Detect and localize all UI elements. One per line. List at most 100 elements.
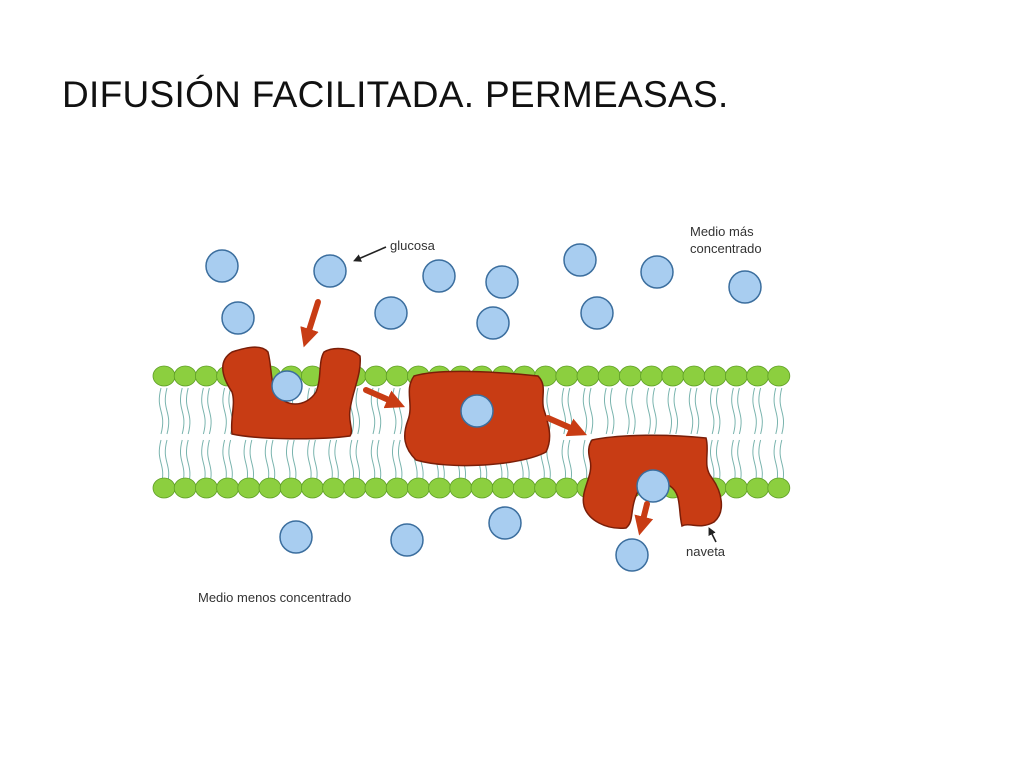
lipid-head — [640, 365, 663, 387]
glucose-molecule — [563, 243, 597, 277]
lipid-head — [534, 477, 557, 499]
lipid-head — [682, 365, 706, 387]
lipid-tail — [582, 387, 588, 435]
lipid-head — [279, 477, 303, 499]
lipid-head — [406, 477, 430, 499]
lipid-tail — [758, 387, 763, 435]
high-concentration-label-line1: Medio más — [690, 224, 754, 239]
lipid-head — [661, 365, 685, 387]
naveta-pointer — [708, 527, 717, 543]
lipid-tail — [355, 387, 360, 435]
lipid-head — [364, 365, 388, 387]
transport-arrow-exit — [634, 501, 654, 536]
lipid-head — [322, 477, 346, 499]
lipid-head — [597, 365, 621, 387]
glucose-molecules — [205, 243, 762, 572]
slide-title: DIFUSIÓN FACILITADA. PERMEASAS. — [62, 74, 729, 115]
lipid-tail — [652, 387, 657, 435]
transport-arrows — [300, 299, 654, 536]
lipid-head — [703, 365, 727, 387]
bound-glucose — [271, 370, 670, 503]
glucose-molecule-in-carrier-3 — [636, 469, 670, 503]
lipid-head — [173, 477, 197, 499]
lipid-tail — [710, 387, 715, 435]
glucose-molecule — [580, 296, 614, 330]
lipid-tail — [610, 387, 615, 435]
lipid-head — [725, 365, 748, 387]
glucose-molecule — [422, 259, 456, 293]
carrier-protein-open-bottom — [582, 434, 723, 529]
lipid-tail — [688, 387, 694, 435]
glucose-molecule — [205, 249, 239, 283]
lipid-tail — [716, 387, 721, 435]
lipid-tail — [779, 387, 784, 435]
lipid-head — [725, 477, 748, 499]
lipid-head — [300, 477, 324, 499]
lipid-head — [194, 365, 218, 387]
lipid-tail — [731, 387, 736, 435]
lipid-head — [746, 365, 769, 387]
lipid-tail — [561, 387, 566, 435]
lipid-head — [555, 365, 579, 387]
lipid-tail — [673, 387, 678, 435]
transport-arrow-2-to-3 — [545, 415, 588, 437]
high-concentration-label-line2: concentrado — [690, 241, 762, 256]
glucosa-label: glucosa — [390, 238, 436, 253]
lipid-tail — [398, 387, 403, 435]
lipid-tail — [588, 387, 594, 435]
lipid-tail — [752, 387, 757, 435]
lipid-head — [428, 477, 452, 499]
glucose-molecule — [640, 255, 674, 289]
lipid-tail — [737, 387, 742, 435]
lipid-head — [746, 477, 769, 499]
lipid-head — [173, 365, 197, 387]
lipid-tail — [604, 387, 609, 435]
glucose-molecule — [390, 523, 424, 557]
glucose-molecule — [313, 254, 347, 288]
glucose-molecule — [279, 520, 313, 554]
lipid-head — [152, 365, 176, 387]
transport-arrow-entry — [300, 299, 321, 348]
lipid-head — [258, 477, 282, 499]
lipid-head — [364, 477, 388, 499]
lipid-head — [619, 365, 642, 387]
lipid-head — [237, 477, 261, 499]
lipid-head — [491, 477, 515, 499]
glucose-molecule — [374, 296, 408, 330]
lipid-tail — [186, 387, 191, 435]
lipid-head — [513, 477, 536, 499]
glucose-molecule-in-carrier-2 — [460, 394, 494, 428]
lipid-tail — [222, 387, 227, 435]
lipid-tail — [694, 387, 700, 435]
lipid-tail — [164, 387, 170, 435]
label-pointers — [353, 246, 717, 543]
glucose-molecule — [221, 301, 255, 335]
naveta-label: naveta — [686, 544, 726, 559]
lipid-head — [343, 477, 367, 499]
lipid-tail — [667, 387, 672, 435]
lipid-tail — [625, 387, 630, 435]
glucose-molecule-in-carrier-1 — [271, 370, 303, 402]
lipid-head — [555, 477, 579, 499]
glucose-molecule — [728, 270, 762, 304]
lipid-head — [152, 477, 176, 499]
low-concentration-label: Medio menos concentrado — [198, 590, 351, 605]
lipid-tail — [201, 387, 206, 435]
glucosa-pointer — [353, 246, 387, 262]
lipid-tail — [392, 387, 397, 435]
lipid-head — [194, 477, 218, 499]
glucose-molecule — [485, 265, 519, 299]
lipid-head — [385, 365, 409, 387]
lipid-head — [385, 477, 409, 499]
glucose-molecule — [488, 506, 522, 540]
lipid-head — [767, 477, 791, 499]
lipid-tail — [207, 387, 212, 435]
lipid-tail — [773, 387, 778, 435]
lipid-head — [470, 477, 494, 499]
lipid-tail — [158, 387, 164, 435]
transport-arrow-1-to-2 — [363, 387, 406, 409]
lipid-head — [216, 477, 240, 499]
lipid-tail — [631, 387, 636, 435]
lipid-tail — [646, 387, 651, 435]
